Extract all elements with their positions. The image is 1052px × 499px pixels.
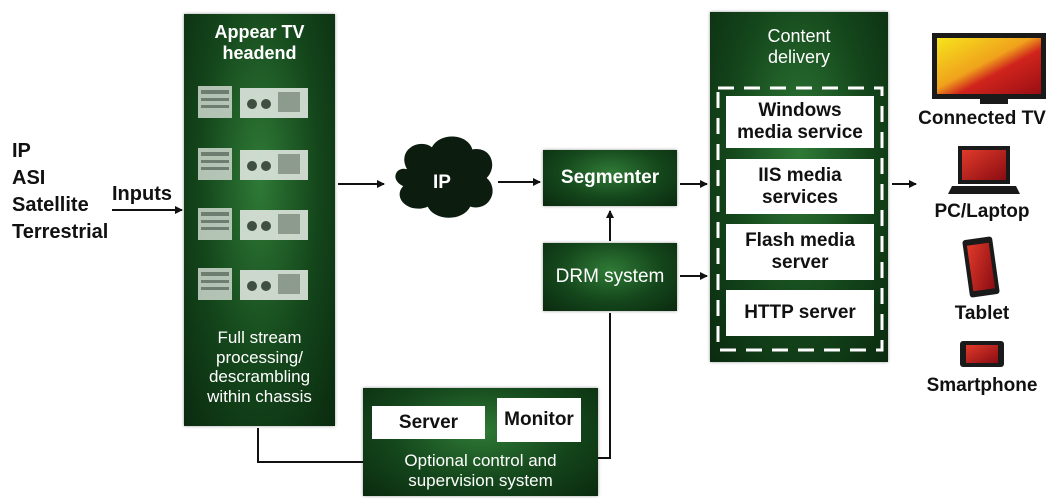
content-delivery-title: Content delivery: [710, 26, 888, 67]
service-windows-media-line2: media service: [737, 122, 863, 143]
input-type-satellite: Satellite: [12, 194, 89, 216]
smartphone-icon: [960, 341, 1004, 367]
input-type-ip: IP: [12, 140, 31, 162]
ip-cloud-icon: [395, 136, 493, 218]
input-type-asi: ASI: [12, 167, 46, 189]
segmenter-label: Segmenter: [560, 167, 660, 189]
connector-control-to-drm: [598, 313, 611, 459]
connected-tv-icon: [932, 33, 1046, 104]
inputs-arrow-label: Inputs: [112, 183, 172, 205]
headend-footer-line4: within chassis: [207, 386, 312, 406]
service-iis-media-line2: services: [761, 186, 839, 208]
content-delivery-title-line1: Content: [767, 26, 831, 46]
service-http-line1: HTTP server: [744, 302, 856, 324]
monitor-label: Monitor: [504, 409, 574, 430]
headend-title-line1: Appear TV: [214, 22, 305, 42]
chassis-icon-3: [198, 208, 308, 240]
drm-system-box: DRM system: [543, 243, 677, 311]
service-flash-media-line2: server: [771, 252, 829, 273]
server-label: Server: [398, 411, 459, 433]
chassis-icon-4: [198, 268, 308, 300]
server-box: Server: [372, 406, 485, 439]
drm-system-label: DRM system: [555, 266, 665, 288]
segmenter-box: Segmenter: [543, 150, 677, 206]
headend-title-line2: headend: [222, 42, 297, 63]
connector-headend-to-control: [257, 428, 363, 463]
control-caption: Optional control and supervision system: [363, 451, 598, 490]
tablet-icon: [962, 236, 1000, 298]
device-label-smartphone: Smartphone: [926, 375, 1038, 396]
pc-laptop-icon: [948, 146, 1020, 194]
headend-footer-line1: Full stream: [217, 328, 302, 347]
ip-cloud-label: IP: [433, 172, 451, 193]
service-flash-media-line1: Flash media: [745, 230, 855, 252]
device-label-pc-laptop: PC/Laptop: [934, 201, 1030, 222]
chassis-icon-1: [198, 86, 308, 118]
headend-title: Appear TV headend: [184, 22, 335, 63]
service-windows-media-line1: Windows: [758, 100, 842, 122]
service-iis-media-line1: IIS media: [758, 164, 842, 186]
monitor-box: Monitor: [497, 398, 581, 442]
flow-arrows: [112, 178, 917, 463]
delivery-services-dashed-border: [716, 86, 884, 352]
content-delivery-title-line2: delivery: [767, 46, 831, 67]
input-type-terrestrial: Terrestrial: [12, 221, 109, 243]
control-caption-line2: supervision system: [408, 470, 553, 490]
service-http: HTTP server: [726, 290, 874, 336]
headend-footer: Full stream processing/ descrambling wit…: [184, 328, 335, 406]
input-types-list: IP ASI Satellite Terrestrial: [12, 138, 108, 246]
device-label-tablet: Tablet: [954, 303, 1010, 324]
control-caption-line1: Optional control and: [404, 451, 557, 470]
headend-footer-line3: descrambling: [208, 367, 311, 387]
device-label-connected-tv: Connected TV: [918, 108, 1046, 129]
chassis-icon-2: [198, 148, 308, 180]
headend-footer-line2: processing/: [216, 347, 303, 367]
